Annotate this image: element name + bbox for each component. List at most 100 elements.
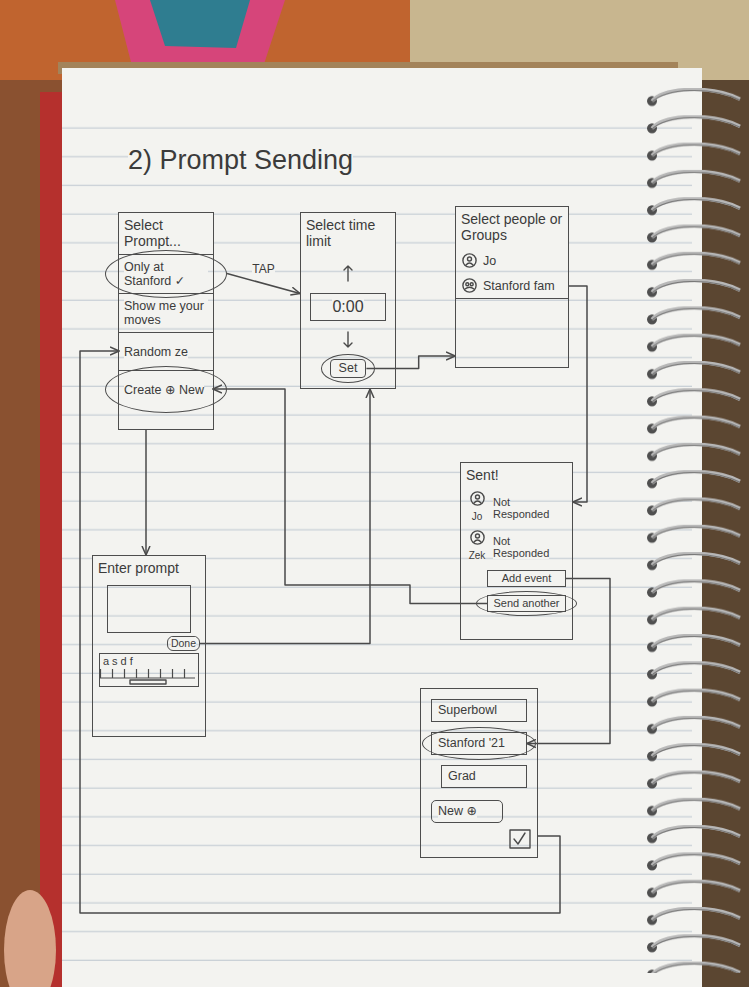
spinner-arrow bbox=[340, 264, 356, 282]
ruled-lines bbox=[62, 100, 692, 987]
icon-stroke bbox=[465, 287, 474, 289]
group-icon bbox=[462, 278, 477, 293]
event-item: Grad bbox=[441, 765, 527, 788]
pink-box bbox=[115, 0, 285, 70]
spiral-binding bbox=[630, 88, 749, 973]
prompt-option: Create ⊕ New bbox=[119, 370, 213, 408]
box-text: Show me your moves bbox=[124, 299, 208, 327]
contact-row: Jo bbox=[456, 248, 568, 273]
checkbox-icon bbox=[508, 828, 532, 850]
icon-stroke bbox=[470, 531, 483, 544]
status-text: Not Responded bbox=[493, 535, 549, 559]
icon-stroke bbox=[463, 254, 476, 267]
status-text: Zek bbox=[469, 550, 486, 561]
action-button: Send another bbox=[487, 595, 566, 612]
icon-stroke bbox=[466, 263, 473, 265]
person-icon bbox=[470, 530, 485, 545]
box-text: Jo bbox=[483, 254, 496, 268]
status-row: Zek Not Responded bbox=[461, 527, 572, 566]
paper bbox=[62, 68, 702, 987]
box-text: Superbowl bbox=[438, 703, 497, 717]
event-item: Stanford '21 bbox=[431, 732, 527, 755]
box-text: Set bbox=[339, 361, 358, 375]
screen-heading: Select people or Groups bbox=[456, 207, 568, 248]
flow-arrow bbox=[80, 351, 560, 913]
status-row: Jo Not Responded bbox=[461, 488, 572, 527]
icon-stroke bbox=[468, 257, 472, 261]
edge-label-text: TAP bbox=[252, 262, 274, 276]
key-grid bbox=[100, 669, 195, 686]
phone-screen: Select Prompt... Only at Stanford ✓ Show m… bbox=[118, 212, 214, 430]
thumb bbox=[4, 890, 56, 987]
icon-stroke bbox=[463, 279, 476, 292]
flow-arrow bbox=[213, 389, 487, 604]
text-area bbox=[107, 585, 191, 633]
flow-arrow bbox=[145, 430, 147, 555]
screen-heading: Select time limit bbox=[301, 213, 395, 254]
key-divider bbox=[184, 669, 185, 678]
box-text: Grad bbox=[448, 769, 476, 783]
arrow-stroke bbox=[344, 332, 352, 347]
prompt-option: Random ze bbox=[119, 332, 213, 370]
screen-heading: Enter prompt bbox=[93, 556, 205, 581]
key-divider bbox=[112, 669, 113, 678]
flow-arrow bbox=[366, 356, 455, 369]
key-row: asdf bbox=[100, 654, 198, 669]
phone-screen: Select people or GroupsJoStanford fam bbox=[455, 206, 569, 368]
box-text: Random ze bbox=[124, 345, 188, 359]
action-button: Add event bbox=[487, 570, 566, 587]
key-divider bbox=[100, 677, 195, 678]
box-text: 0:00 bbox=[332, 298, 363, 315]
phone-screen: Sent!Add eventSend anotherJoNot Responde… bbox=[460, 462, 573, 640]
status-slot: Not Responded bbox=[493, 535, 568, 559]
spinner-arrow bbox=[340, 331, 356, 349]
key-divider bbox=[148, 669, 149, 678]
key-divider bbox=[124, 669, 125, 678]
person-icon bbox=[470, 491, 485, 506]
space-bar bbox=[130, 680, 166, 684]
key-divider bbox=[172, 669, 173, 678]
box-text: Done bbox=[171, 637, 196, 649]
status-text: Not Responded bbox=[493, 496, 549, 520]
done-button: Done bbox=[167, 636, 200, 651]
box-text: New ⊕ bbox=[438, 804, 477, 818]
icon-stroke bbox=[466, 283, 469, 286]
icon-stroke bbox=[470, 492, 483, 505]
key-divider bbox=[136, 669, 137, 678]
group-row: Stanford fam bbox=[456, 273, 568, 299]
prompt-option: Only at Stanford ✓ bbox=[119, 254, 213, 293]
flow-arrow bbox=[200, 389, 370, 644]
phone-screen: Select time limit 0:00Set bbox=[300, 212, 396, 389]
status-text: asdf bbox=[103, 655, 136, 667]
avatar-column: Jo bbox=[465, 491, 489, 524]
phone-screen: Enter promptDone asdf bbox=[92, 555, 206, 737]
keyboard: asdf bbox=[99, 653, 199, 687]
icon-stroke bbox=[475, 534, 479, 538]
screen-heading: Sent! bbox=[461, 463, 572, 488]
set-button: Set bbox=[330, 359, 367, 378]
screen-heading: Select Prompt... bbox=[119, 213, 213, 254]
checkbox-box bbox=[510, 830, 530, 848]
status-slot: Not Responded bbox=[493, 496, 568, 520]
box-text: Stanford fam bbox=[483, 279, 555, 293]
person-icon bbox=[462, 253, 477, 268]
flow-arrow bbox=[227, 274, 300, 294]
status-text: Jo bbox=[472, 511, 483, 522]
box-text: Add event bbox=[502, 572, 552, 584]
box-text: Only at Stanford ✓ bbox=[124, 260, 208, 288]
icon-stroke bbox=[474, 501, 481, 503]
prompt-option: Show me your moves bbox=[119, 293, 213, 332]
new-event-button: New ⊕ bbox=[431, 800, 503, 823]
phone-screen: SuperbowlStanford '21GradNew ⊕ bbox=[420, 688, 538, 858]
arrow-stroke bbox=[344, 266, 352, 281]
box-text: Send another bbox=[493, 597, 559, 609]
box-text: Create ⊕ New bbox=[124, 383, 204, 397]
title-text: 2) Prompt Sending bbox=[128, 145, 353, 175]
name-slot: Zek bbox=[469, 545, 486, 563]
name-slot: Jo bbox=[472, 506, 483, 524]
icon-stroke bbox=[470, 283, 473, 286]
